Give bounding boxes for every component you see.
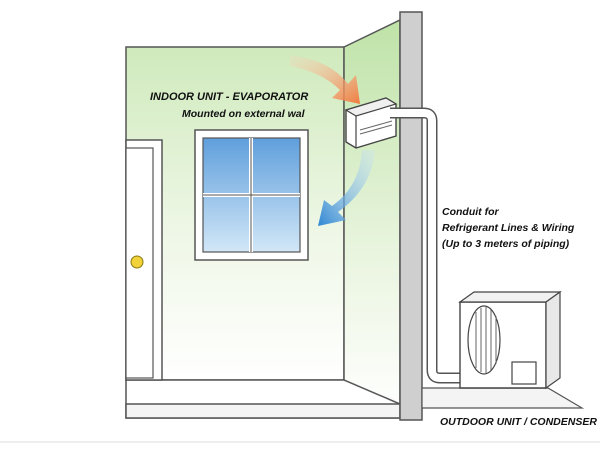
fan-grille-icon [467, 305, 501, 375]
outdoor-unit-label: OUTDOOR UNIT / CONDENSER [440, 416, 597, 428]
door-knob-icon [130, 255, 144, 269]
cool-air-arrow-icon [318, 150, 375, 226]
indoor-unit [344, 97, 398, 149]
service-valve-box [511, 361, 537, 385]
outdoor-unit [458, 290, 562, 390]
conduit [390, 107, 516, 384]
external-wall [399, 11, 423, 421]
indoor-unit-title: INDOOR UNIT - EVAPORATOR [150, 91, 308, 103]
window [194, 129, 309, 261]
outdoor-ground [421, 387, 585, 409]
door [125, 139, 163, 381]
indoor-unit-subtitle: Mounted on external wal [182, 108, 306, 120]
conduit-label-line3: (Up to 3 meters of piping) [442, 238, 570, 250]
conduit-label-line1: Conduit for [442, 206, 499, 218]
warm-air-arrow-icon [290, 55, 360, 104]
conduit-label-line2: Refrigerant Lines & Wiring [442, 222, 575, 234]
floor-slab [125, 403, 401, 419]
